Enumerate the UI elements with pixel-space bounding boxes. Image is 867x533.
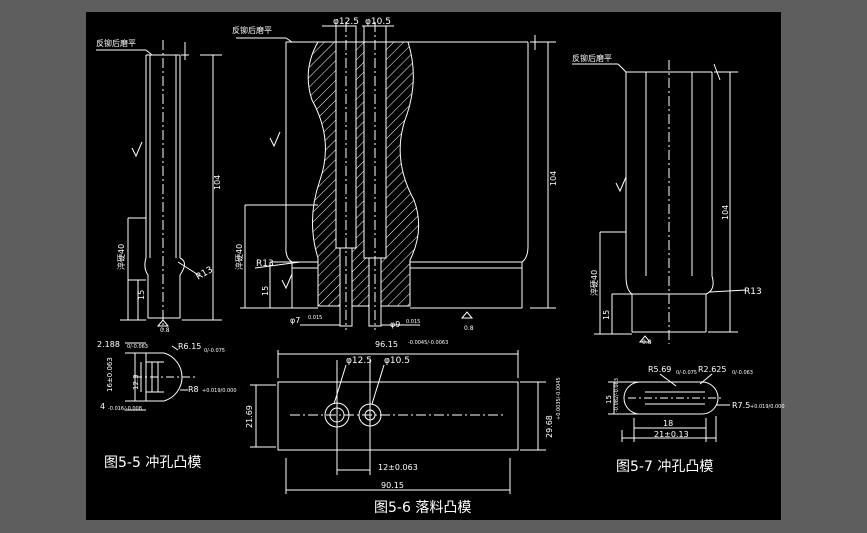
center-dim-phi7: φ7 (290, 316, 300, 325)
right-dim-15: 15 (602, 310, 611, 320)
center-dim-phi9-tol: 0.015 (406, 319, 420, 325)
right-dim-r569: R5.69 (648, 365, 671, 374)
left-dim-r13: R13 (195, 265, 215, 283)
center-dim-phi125: φ12.5 (333, 17, 359, 27)
left-note: 反铆后磨平 (96, 38, 136, 48)
left-dim-2188: 2.188 (97, 340, 120, 349)
left-dim-r8-tol: +0.019/0.000 (202, 388, 237, 394)
left-dim-40: 淬硬40 (116, 244, 126, 270)
center-dim-r13: R13 (256, 259, 274, 269)
center-dim-phi9: φ9 (390, 320, 400, 329)
right-dim-15b-tol: -0.082/-0.063 (614, 378, 620, 412)
left-punch-elevation (96, 40, 222, 330)
plan-dim-9615: 96.15 (375, 340, 398, 349)
drawing-canvas[interactable] (86, 12, 781, 520)
center-dim-40: 淬硬40 (234, 244, 244, 270)
left-punch-section (125, 342, 195, 411)
right-dim-18: 18 (663, 419, 673, 428)
center-note: 反铆后磨平 (232, 25, 272, 35)
right-dim-40: 淬硬40 (589, 270, 599, 296)
left-dim-15: 15 (137, 290, 146, 300)
plan-dim-phi125: φ12.5 (346, 356, 372, 366)
left-dim-r615-tol: 0/-0.075 (204, 348, 225, 354)
center-dim-104: 104 (549, 171, 558, 186)
right-dim-r2625: R2.625 (698, 365, 726, 374)
center-punch-elevation (236, 22, 556, 330)
plan-dim-2968: 29.68 (545, 415, 554, 438)
right-dim-r569-tol: 0/-0.075 (676, 370, 697, 376)
left-dim-r615: R6.15 (178, 342, 201, 351)
right-rough-label: 0.8 (642, 339, 652, 346)
plan-dim-2968-tol: +0.0035/-0.0045 (556, 377, 562, 420)
left-dim-16: 16±0.063 (106, 357, 114, 392)
caption-fig5-6: 图5-6 落料凸模 (374, 500, 471, 516)
plan-dim-9615-tol: -0.0045/-0.0063 (408, 340, 448, 346)
right-dim-r75: R7.5 (732, 401, 750, 410)
right-dim-r75-tol: +0.019/0.000 (750, 404, 785, 410)
left-dim-2188-tol: 0/-0.063 (127, 344, 148, 350)
right-punch-elevation (572, 60, 747, 344)
center-dim-15: 15 (261, 286, 270, 296)
right-dim-21: 21±0.13 (654, 430, 689, 439)
center-punch-plan (250, 350, 546, 494)
center-dim-phi7-tol: 0.015 (308, 315, 322, 321)
left-rough-label: 0.8 (160, 327, 170, 334)
caption-fig5-7: 图5-7 冲孔凸模 (616, 459, 713, 475)
right-dim-r2625-tol: 0/-0.063 (732, 370, 753, 376)
right-dim-15b: 15 (605, 395, 613, 404)
caption-fig5-5: 图5-5 冲孔凸模 (104, 455, 201, 471)
side-panel (783, 12, 863, 520)
center-rough-label: 0.8 (464, 325, 474, 332)
right-dim-r13: R13 (744, 287, 762, 297)
center-dim-phi105: φ10.5 (365, 17, 391, 27)
right-punch-section (608, 373, 730, 442)
right-note: 反铆后磨平 (572, 53, 612, 63)
plan-dim-9015: 90.15 (381, 481, 404, 490)
left-dim-123: 12.3 (132, 374, 140, 390)
plan-dim-12: 12±0.063 (378, 463, 418, 472)
right-dim-104: 104 (721, 205, 730, 220)
left-dim-104: 104 (213, 175, 222, 190)
plan-dim-2169: 21.69 (245, 405, 254, 428)
left-dim-r8: R8 (188, 385, 199, 394)
left-dim-4-tol: -0.016/-0.008 (108, 406, 142, 412)
plan-dim-phi105: φ10.5 (384, 356, 410, 366)
left-dim-4: 4 (100, 402, 105, 411)
